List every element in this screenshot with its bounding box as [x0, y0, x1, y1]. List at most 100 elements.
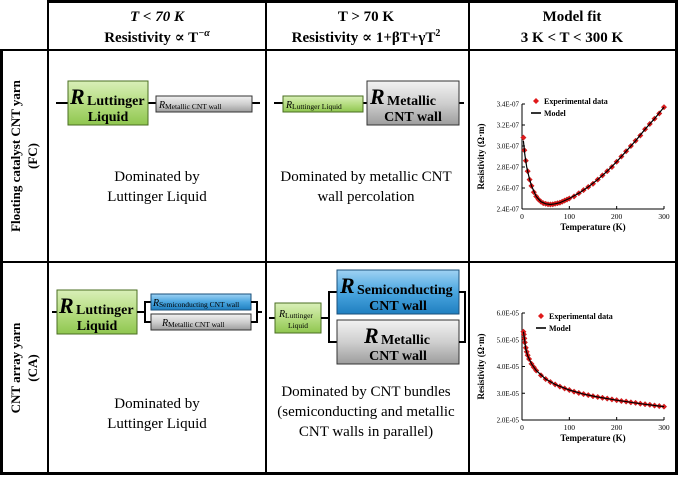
resistor-luttinger-liquid — [274, 302, 322, 334]
y-tick-label: 2.0E-05 — [497, 417, 520, 425]
resistor-subscript: Luttinger Liquid — [292, 102, 342, 111]
x-tick-label: 100 — [564, 212, 576, 221]
caption-ca-col2-line3: CNT walls in parallel) — [299, 424, 433, 440]
header-col2-line2: Resistivity ∝ 1+βT+γT2 — [292, 28, 441, 46]
parallel-bracket — [144, 301, 151, 323]
model-line — [522, 106, 665, 206]
x-tick-label: 0 — [520, 212, 524, 221]
caption-ca-col1-line1: Dominated by — [114, 396, 200, 412]
resistor-subscript: Semiconducting — [357, 283, 453, 298]
legend-marker-experimental — [533, 98, 539, 104]
resistor-subscript: Metallic — [387, 94, 436, 109]
resistor-symbol: R — [152, 298, 159, 309]
x-tick-label: 200 — [611, 212, 623, 221]
resistor-metallic-cnt-wall — [155, 95, 253, 113]
fc-col2-circuit: R Luttinger Liquid R Metallic CNT wall — [274, 80, 464, 126]
legend-label-model: Model — [549, 324, 572, 333]
row-label-ca-line2: (CA) — [25, 354, 40, 381]
resistor-subscript: Luttinger — [76, 303, 134, 318]
resistor-symbol: R — [69, 84, 85, 109]
resistor-symbol: R — [278, 309, 285, 320]
model-line — [522, 331, 665, 408]
captions: Dominated by Luttinger Liquid Dominated … — [107, 169, 455, 440]
resistor-symbol: R — [161, 318, 168, 329]
resistor-symbol: R — [369, 84, 385, 109]
resistor-subscript: Metallic CNT wall — [165, 102, 222, 111]
row-label-ca-line1: CNT array yarn — [8, 322, 23, 414]
ca-col2-circuit: R Luttinger Liquid R Semiconducting CNT … — [269, 269, 466, 365]
header-col1-line1: T < 70 K — [130, 9, 185, 25]
header-col3-line2: 3 K < T < 300 K — [521, 30, 624, 46]
y-tick-label: 2.6E-07 — [497, 185, 520, 193]
resistor-subscript: Semiconducting CNT wall — [159, 300, 239, 309]
parallel-bracket — [328, 291, 337, 343]
ca-col1-circuit: R Luttinger Liquid R Semiconducting CNT … — [52, 289, 262, 335]
resistor-metallic-cnt-wall — [366, 80, 460, 126]
caption-fc-col2-line2: wall percolation — [317, 189, 415, 205]
caption-ca-col2-line1: Dominated by CNT bundles — [281, 384, 450, 400]
data-point — [660, 403, 668, 410]
legend-label-experimental: Experimental data — [544, 97, 608, 106]
resistor-semiconducting-cnt-wall — [336, 269, 460, 315]
data-point — [520, 134, 527, 141]
header-col2-line1: T > 70 K — [338, 9, 395, 25]
caption-fc-col2-line1: Dominated by metallic CNT — [280, 169, 451, 185]
caption-fc-col1-line2: Luttinger Liquid — [107, 189, 207, 205]
x-tick-label: 300 — [658, 212, 670, 221]
resistor-symbol: R — [158, 100, 165, 111]
resistor-subscript: Liquid — [88, 110, 129, 125]
legend-label-experimental: Experimental data — [549, 312, 613, 321]
chart-fc-model-fit: 2.4E-07 2.6E-07 2.8E-07 3.0E-07 3.2E-07 3.4E-… — [476, 97, 670, 232]
resistor-symbol: R — [285, 100, 292, 111]
resistor-symbol: R — [339, 273, 355, 298]
resistor-metallic-cnt-wall — [336, 319, 460, 365]
resistor-luttinger-liquid — [282, 95, 364, 113]
resistor-subscript: Metallic — [381, 333, 430, 348]
header-col3-line1: Model fit — [543, 9, 602, 25]
x-tick-label: 100 — [564, 423, 576, 432]
y-axis-label: Resistivity (Ω·m) — [476, 124, 486, 190]
caption-ca-col2-line2: (semiconducting and metallic — [277, 404, 455, 420]
resistor-subscript: Luttinger — [87, 94, 145, 109]
y-tick-label: 2.4E-07 — [497, 206, 520, 214]
x-axis-label: Temperature (K) — [560, 433, 625, 443]
resistor-subscript: CNT wall — [369, 299, 427, 314]
resistor-symbol: R — [363, 323, 379, 348]
resistor-subscript: Luttinger — [285, 311, 313, 320]
resistor-symbol: R — [58, 293, 74, 318]
resistor-subscript: CNT wall — [369, 349, 427, 364]
y-tick-label: 4.0E-05 — [497, 363, 520, 371]
resistor-subscript: CNT wall — [384, 110, 442, 125]
x-tick-label: 300 — [658, 423, 670, 432]
column-headers: T < 70 K Resistivity ∝ T−α T > 70 K Resi… — [104, 9, 623, 46]
x-tick-label: 0 — [520, 423, 524, 432]
resistor-subscript: Liquid — [288, 321, 308, 330]
parallel-bracket — [459, 291, 466, 343]
y-tick-label: 3.0E-07 — [497, 143, 520, 151]
resistor-subscript: Liquid — [77, 319, 118, 334]
legend-marker-experimental — [538, 313, 544, 319]
y-tick-label: 3.0E-05 — [497, 390, 520, 398]
parallel-bracket — [251, 301, 258, 323]
x-axis-label: Temperature (K) — [560, 222, 625, 232]
x-tick-label: 200 — [611, 423, 623, 432]
header-col1-line2: Resistivity ∝ T−α — [104, 28, 210, 46]
y-tick-label: 3.2E-07 — [497, 122, 520, 130]
row-labels: Floating catalyst CNT yarn (FC) CNT arra… — [8, 79, 40, 413]
y-tick-label: 2.8E-07 — [497, 164, 520, 172]
legend-label-model: Model — [544, 109, 567, 118]
resistor-luttinger-liquid — [67, 80, 149, 126]
y-tick-label: 3.4E-07 — [497, 101, 520, 109]
y-tick-label: 6.0E-05 — [497, 310, 520, 318]
row-label-fc-line2: (FC) — [25, 143, 40, 169]
resistor-subscript: Metallic CNT wall — [168, 320, 225, 329]
caption-fc-col1-line1: Dominated by — [114, 169, 200, 185]
fc-col1-circuit: R Luttinger Liquid R Metallic CNT wall — [56, 80, 260, 126]
y-tick-label: 5.0E-05 — [497, 336, 520, 344]
row-label-fc-line1: Floating catalyst CNT yarn — [8, 79, 23, 232]
caption-ca-col1-line2: Luttinger Liquid — [107, 416, 207, 432]
y-axis-label: Resistivity (Ω·m) — [476, 334, 486, 400]
